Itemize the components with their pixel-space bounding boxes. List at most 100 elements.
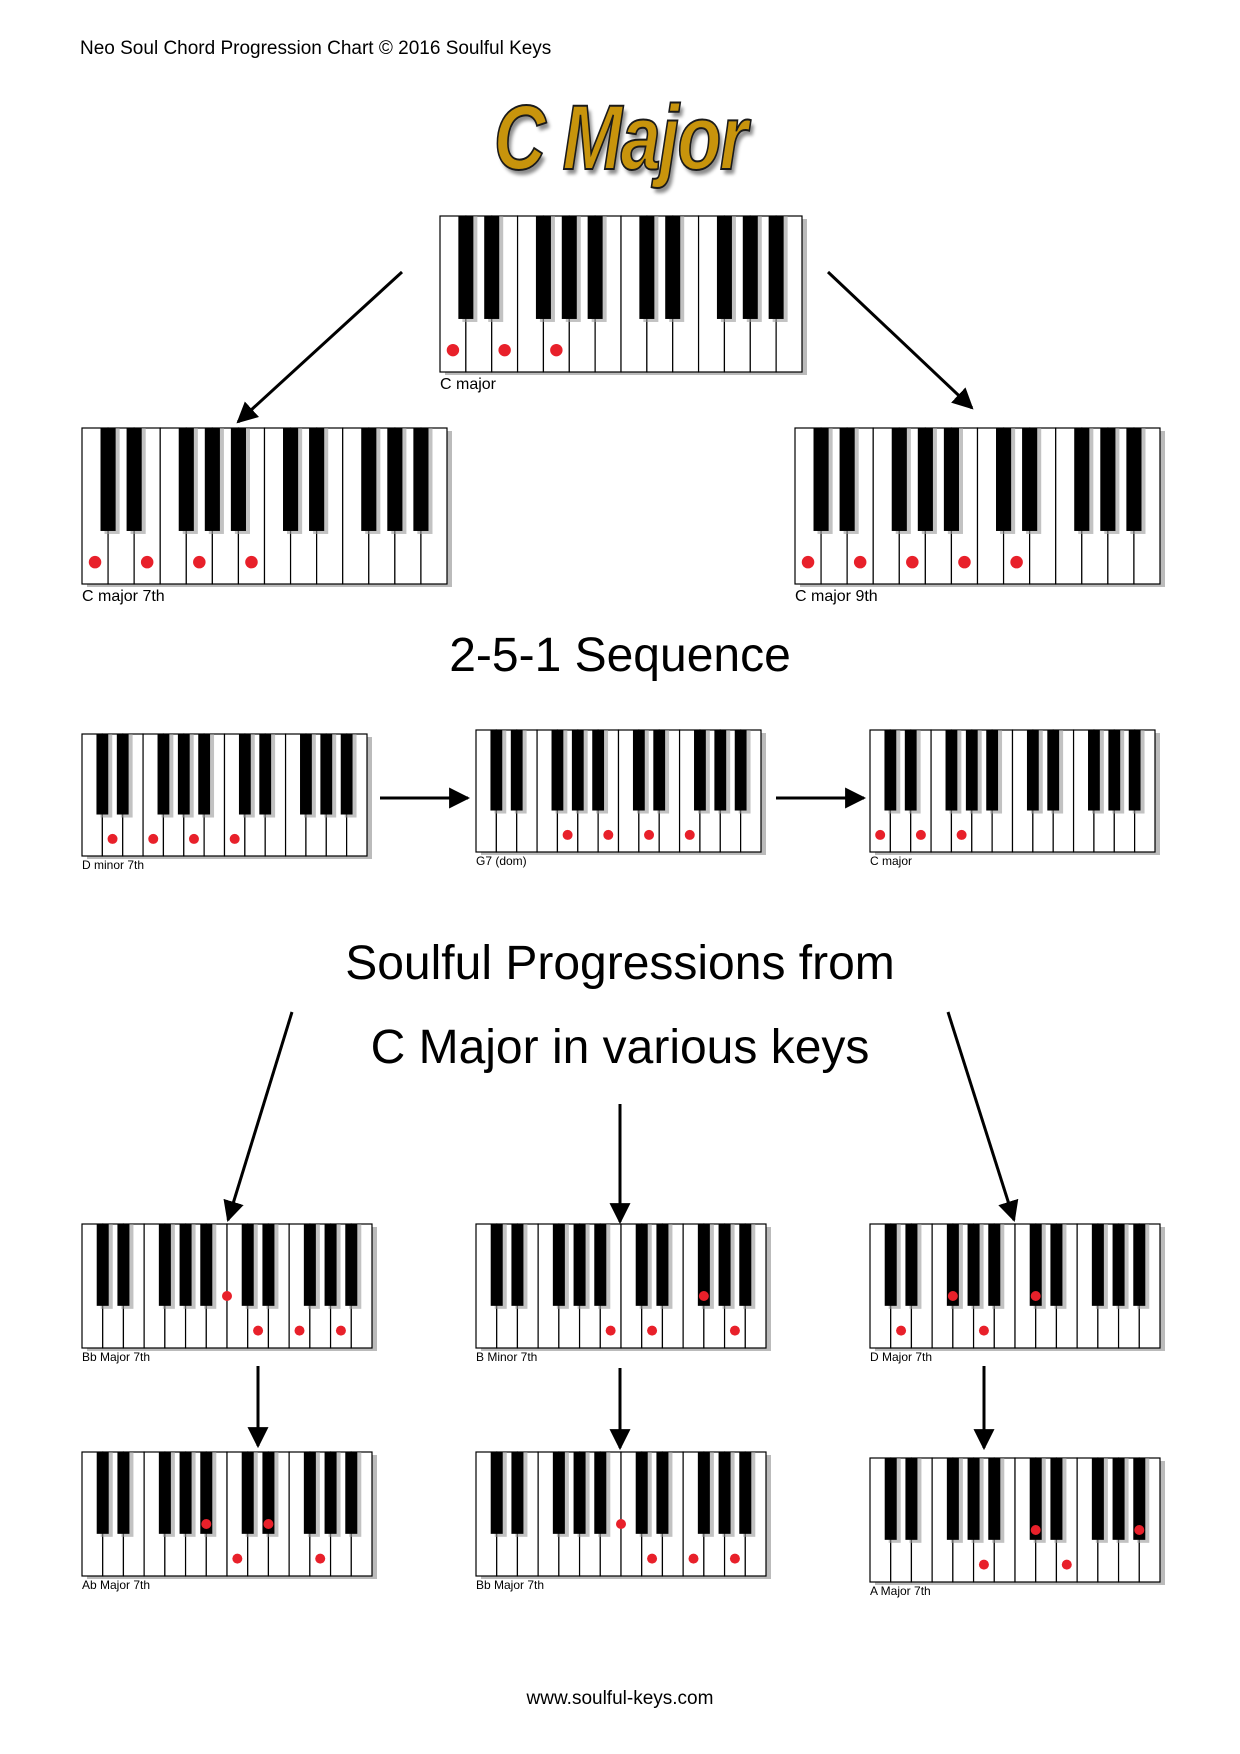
keyboard-d-minor-7th [81, 733, 372, 859]
note-dot [1061, 1559, 1072, 1570]
black-key [1133, 1224, 1146, 1306]
keyboard-bb-major-7th-b [475, 1451, 771, 1579]
note-dot [729, 1325, 740, 1336]
black-key [204, 428, 220, 531]
black-key [324, 1452, 337, 1534]
black-key [905, 1458, 918, 1540]
note-dot [148, 833, 159, 844]
black-key [200, 1224, 213, 1306]
note-dot [978, 1325, 989, 1336]
chord-label-d-minor-7th: D minor 7th [82, 858, 145, 872]
black-key [694, 730, 706, 811]
note-dot [644, 829, 655, 840]
black-key [718, 1224, 731, 1306]
keyboard-c-major-9th [794, 427, 1165, 587]
black-key [639, 216, 655, 319]
note-dot [915, 829, 926, 840]
black-key [967, 1458, 980, 1540]
note-dot-black [947, 1291, 958, 1302]
black-key [635, 1224, 648, 1306]
note-dot-black [1134, 1525, 1145, 1536]
black-key [1112, 1224, 1125, 1306]
black-key [734, 730, 747, 811]
black-key [551, 730, 564, 811]
black-key [490, 1452, 503, 1534]
black-key [813, 428, 829, 531]
black-key [178, 428, 194, 531]
chord-label-a-major-7th: A Major 7th [870, 1584, 931, 1598]
black-key [340, 734, 353, 815]
black-key [117, 1224, 130, 1306]
black-key [967, 1224, 980, 1306]
black-key [262, 1224, 275, 1306]
black-key [635, 1452, 648, 1534]
black-key [458, 216, 474, 319]
black-key [573, 1224, 586, 1306]
black-key [324, 1224, 337, 1306]
chord-label-b-minor-7th: B Minor 7th [476, 1350, 538, 1364]
black-key [309, 428, 325, 531]
keyboard-c-major-251 [869, 729, 1160, 855]
note-dot-black [222, 1291, 232, 1302]
black-key [718, 1452, 731, 1534]
keyboard-g7-dom [475, 729, 766, 855]
black-key [117, 1452, 130, 1534]
black-key [387, 428, 403, 531]
black-key [1091, 1224, 1104, 1306]
black-key [561, 216, 577, 319]
black-key [739, 1452, 752, 1534]
note-dot [729, 1553, 740, 1564]
arrow-to-c-major-9th [826, 270, 974, 410]
chord-label-c-major-9th: C major 9th [795, 588, 878, 605]
black-key [116, 734, 129, 815]
black-key [158, 1452, 171, 1534]
chord-label-d-major-7th: D Major 7th [870, 1350, 933, 1364]
section-title-251: 2-5-1 Sequence [449, 629, 791, 682]
black-key [891, 428, 907, 531]
black-key [714, 730, 727, 811]
note-dot [958, 555, 971, 569]
note-dot [232, 1553, 243, 1564]
chord-label-g7-dom: G7 (dom) [476, 854, 527, 868]
black-key [1022, 428, 1038, 531]
black-key [484, 216, 500, 319]
black-key [884, 1458, 897, 1540]
note-dot [875, 829, 886, 840]
black-key [158, 1224, 171, 1306]
footer-url[interactable]: www.soulful-keys.com [526, 1688, 714, 1709]
black-key [1047, 730, 1060, 811]
chord-label-bb-major-7th-a: Bb Major 7th [82, 1350, 151, 1364]
black-key [739, 1224, 752, 1306]
note-dot [853, 555, 867, 569]
chord-label-c-major-251: C major [870, 854, 913, 868]
note-dot [294, 1325, 305, 1336]
page-title: C Major [493, 86, 748, 190]
header-text: Neo Soul Chord Progression Chart © 2016 … [80, 38, 552, 59]
black-key [96, 734, 109, 815]
black-key [303, 1452, 316, 1534]
black-key [320, 734, 333, 815]
black-key [1126, 428, 1142, 531]
note-dot [605, 1325, 616, 1336]
black-key [594, 1452, 607, 1534]
black-key [1100, 428, 1116, 531]
note-dot [956, 829, 967, 840]
black-key [552, 1452, 565, 1534]
black-key [96, 1224, 109, 1306]
black-key [96, 1452, 109, 1534]
black-key [535, 216, 551, 319]
black-key [510, 730, 523, 811]
keyboard-c-major-7th [81, 427, 452, 587]
arrow-to-bb-major-7th [223, 1011, 294, 1223]
black-key [511, 1452, 524, 1534]
note-dot [107, 833, 118, 844]
black-key [1108, 730, 1121, 811]
black-key [1029, 1458, 1042, 1540]
black-key [552, 1224, 565, 1306]
black-key [345, 1224, 358, 1306]
black-key [571, 730, 584, 811]
chord-label-bb-major-7th-b: Bb Major 7th [476, 1578, 545, 1592]
chord-label-c-major-7th: C major 7th [82, 588, 165, 605]
black-key [587, 216, 603, 319]
black-key [697, 1452, 710, 1534]
